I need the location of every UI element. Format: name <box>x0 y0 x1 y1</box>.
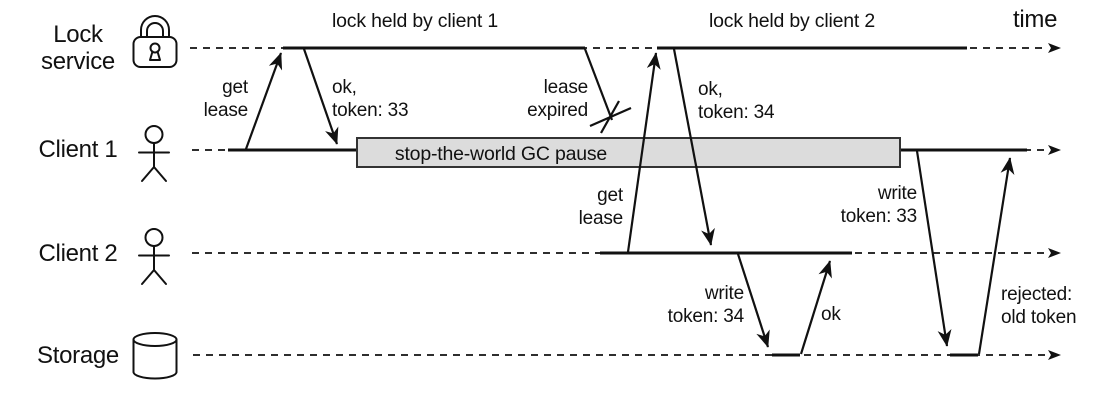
gc-pause-label: stop-the-world GC pause <box>394 142 608 165</box>
write-token-34-label: write token: 34 <box>667 283 745 327</box>
get-lease-1-arrow <box>244 52 283 150</box>
ok-token-33-arrow <box>302 48 339 145</box>
lease-expired-arrow <box>583 48 632 134</box>
person-icon <box>138 228 170 285</box>
lock-held-2-label: lock held by client 2 <box>709 10 875 32</box>
database-icon <box>132 332 178 380</box>
person-icon <box>138 125 170 182</box>
get-lease-1-label: get lease <box>203 77 249 121</box>
get-lease-2-arrow <box>626 52 661 253</box>
ok-token-34-label: ok, token: 34 <box>698 79 775 123</box>
get-lease-2-label: get lease <box>578 185 624 229</box>
padlock-icon <box>132 15 178 68</box>
gc-pause-box <box>356 137 901 168</box>
timeline-client-2 <box>192 248 1061 258</box>
write-token-34-arrow <box>736 253 770 348</box>
lease-expired-label: lease expired <box>527 77 588 121</box>
timeline-storage <box>193 350 1061 360</box>
ok-token-34-arrow <box>672 48 715 246</box>
row-label-client-2: Client 2 <box>38 240 118 267</box>
time-axis-label: time <box>1013 6 1058 33</box>
ok-write-34-label: ok <box>821 304 841 325</box>
rejected-old-token-label: rejected: old token <box>1001 284 1077 328</box>
write-token-33-label: write token: 33 <box>840 183 918 227</box>
timeline-client-1 <box>192 145 1061 155</box>
ok-write-34-arrow <box>799 260 832 355</box>
write-token-33-arrow <box>915 150 952 347</box>
timeline-lock-service <box>190 43 1061 53</box>
row-label-lock-service: Lock service <box>41 21 115 75</box>
row-label-client-1: Client 1 <box>38 136 118 163</box>
rejected-old-token-arrow <box>977 157 1015 355</box>
lock-held-1-label: lock held by client 1 <box>332 10 498 32</box>
row-label-storage: Storage <box>37 342 119 369</box>
ok-token-33-label: ok, token: 33 <box>332 77 409 121</box>
